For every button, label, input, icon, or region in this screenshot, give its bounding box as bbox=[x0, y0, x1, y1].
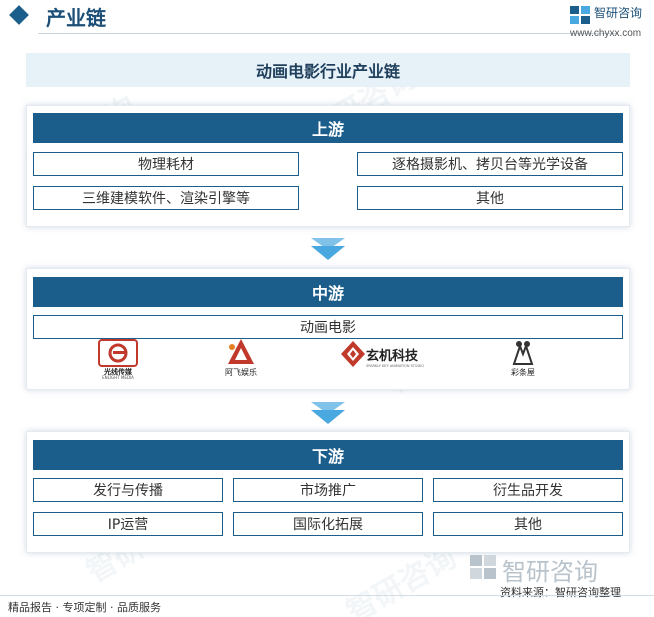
upstream-item: 逐格摄影机、拷贝台等光学设备 bbox=[357, 152, 623, 176]
downstream-item: 国际化拓展 bbox=[233, 512, 423, 536]
company-logo-xuanji: 玄机科技 SPARKLY KEY ANIMATION STUDIO bbox=[340, 338, 435, 378]
afei-logo-text: 阿飞娱乐 bbox=[225, 368, 257, 377]
downstream-item: IP运营 bbox=[33, 512, 223, 536]
enlight-logo-text: 光线传媒 bbox=[104, 368, 132, 376]
upstream-item: 三维建模软件、渲染引擎等 bbox=[33, 186, 299, 210]
company-logo-afei: 阿飞娱乐 bbox=[218, 338, 264, 378]
enlight-logo-icon bbox=[98, 339, 138, 367]
midstream-header: 中游 bbox=[33, 277, 623, 307]
footer-slogan: 精品报告 · 专项定制 · 品质服务 bbox=[8, 601, 161, 614]
downstream-item: 其他 bbox=[433, 512, 623, 536]
footer-divider bbox=[0, 595, 654, 596]
source-note: 资料来源：智研咨询整理 bbox=[500, 586, 621, 599]
flow-arrow-icon bbox=[311, 238, 345, 260]
footer-brand-watermark: 智研咨询 bbox=[502, 558, 598, 586]
company-logo-enlight: 光线传媒 ENLIGHT MEDIA bbox=[95, 338, 141, 380]
upstream-panel: 上游 物理耗材 逐格摄影机、拷贝台等光学设备 三维建模软件、渲染引擎等 其他 bbox=[26, 105, 630, 227]
downstream-item: 发行与传播 bbox=[33, 478, 223, 502]
xuanji-logo-subtext: SPARKLY KEY ANIMATION STUDIO bbox=[366, 364, 424, 368]
downstream-item: 市场推广 bbox=[233, 478, 423, 502]
diagram-title: 动画电影行业产业链 bbox=[255, 62, 400, 81]
upstream-item: 其他 bbox=[357, 186, 623, 210]
afei-logo-icon bbox=[228, 339, 254, 364]
xuanji-logo-text: 玄机科技 bbox=[366, 349, 419, 364]
header-divider bbox=[38, 33, 618, 34]
brand-url: www.chyxx.com bbox=[570, 28, 642, 39]
downstream-panel: 下游 发行与传播 市场推广 衍生品开发 IP运营 国际化拓展 其他 bbox=[26, 431, 630, 553]
company-logo-caitiao: 彩条屋 bbox=[500, 338, 546, 378]
footer-brand-icon bbox=[470, 555, 496, 579]
upstream-header: 上游 bbox=[33, 113, 623, 143]
page-header: Industrial Chain 产业链 智研咨询 www.chyxx.com bbox=[0, 0, 654, 39]
downstream-item: 衍生品开发 bbox=[433, 478, 623, 502]
upstream-item: 物理耗材 bbox=[33, 152, 299, 176]
diagram-title-band: 动画电影行业产业链 bbox=[26, 53, 630, 87]
brand-icon bbox=[570, 6, 590, 24]
page-title: 产业链 bbox=[46, 6, 106, 30]
diamond-icon bbox=[9, 5, 29, 25]
flow-arrow-icon bbox=[311, 402, 345, 424]
caitiao-logo-icon bbox=[512, 341, 534, 365]
enlight-logo-subtext: ENLIGHT MEDIA bbox=[102, 375, 134, 380]
midstream-item: 动画电影 bbox=[33, 315, 623, 339]
xuanji-logo-icon bbox=[341, 341, 365, 367]
brand-name: 智研咨询 bbox=[594, 6, 643, 20]
midstream-panel: 中游 动画电影 bbox=[26, 268, 630, 390]
caitiao-logo-text: 彩条屋 bbox=[511, 368, 535, 377]
downstream-header: 下游 bbox=[33, 440, 623, 470]
